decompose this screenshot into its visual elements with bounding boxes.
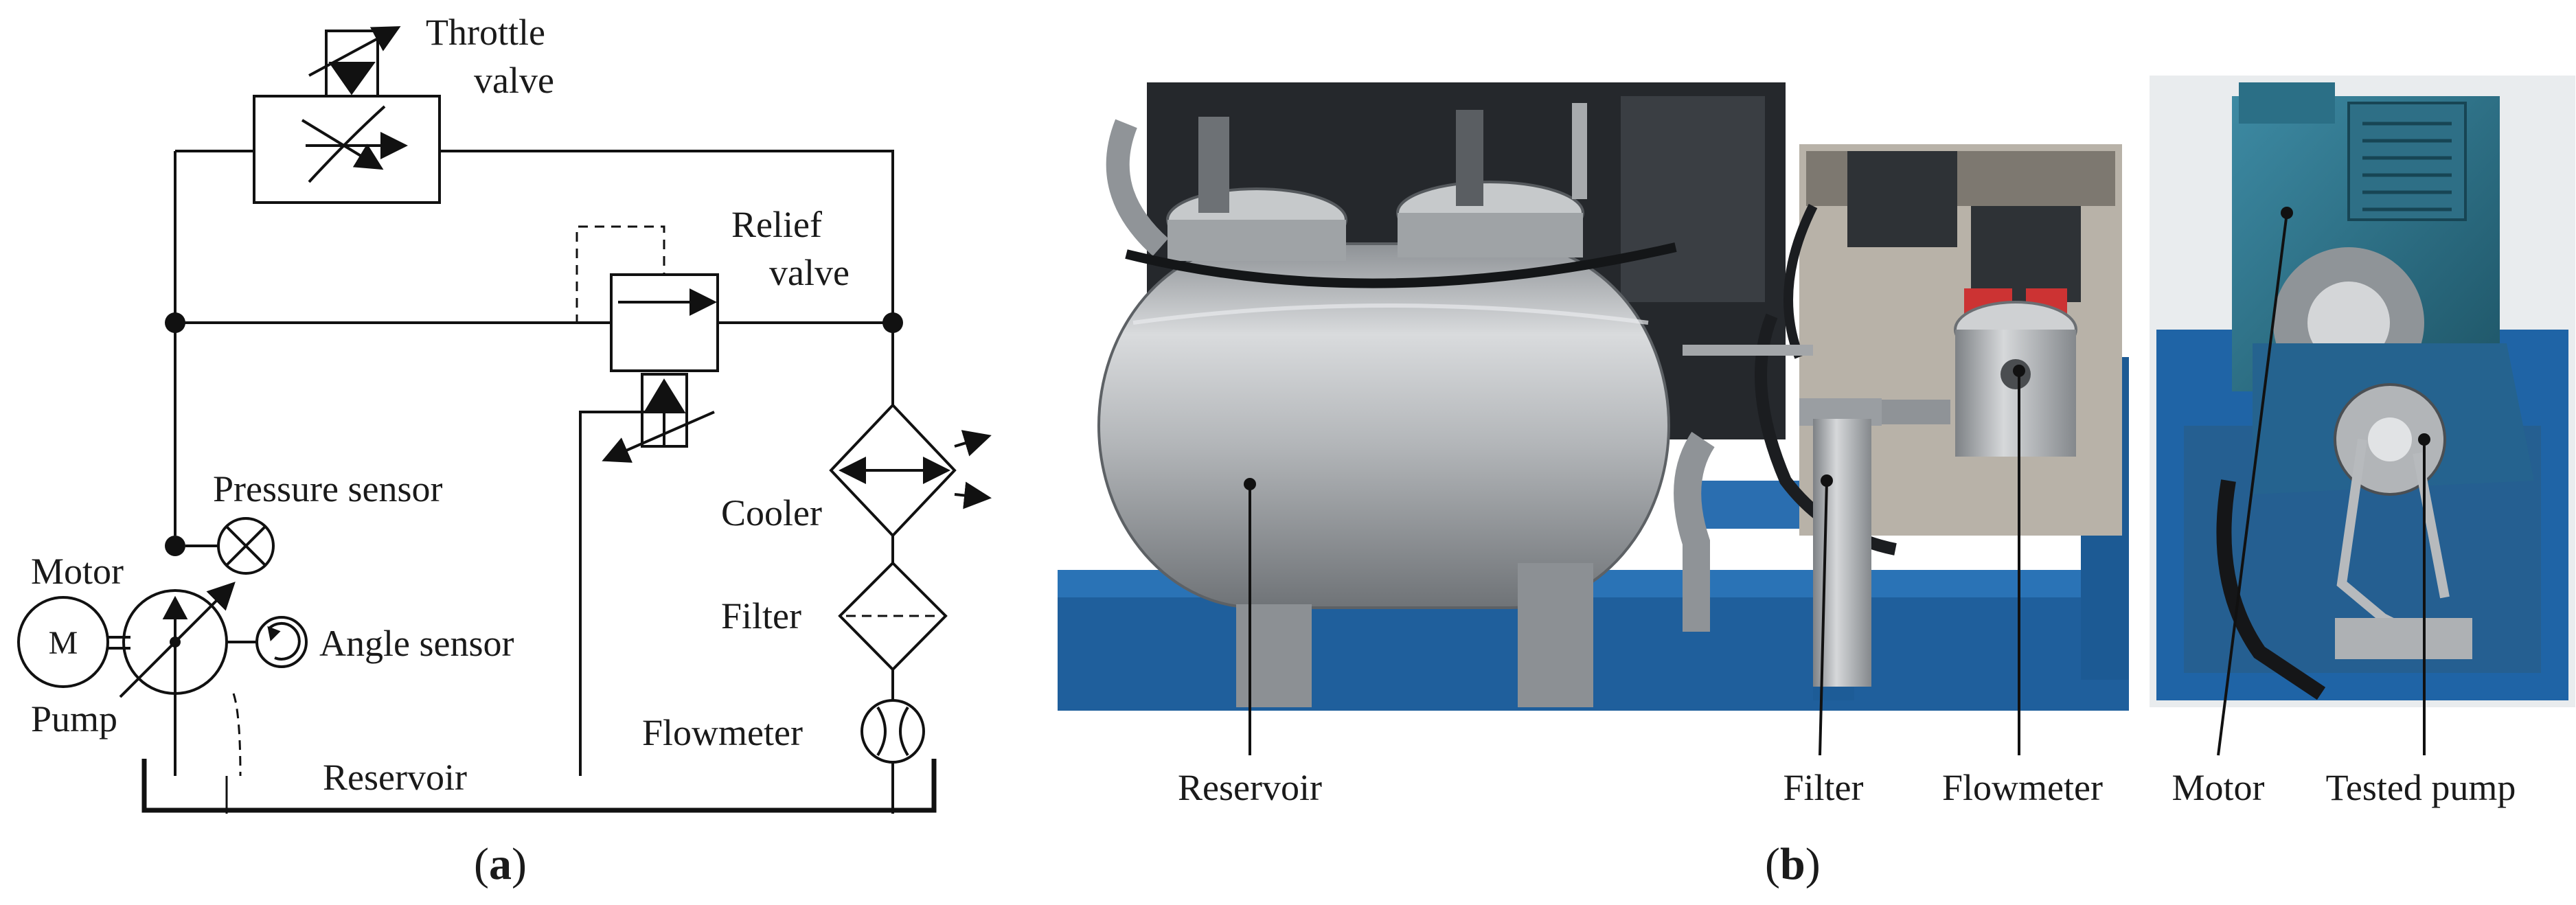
photo-labels: Reservoir Filter Flowmeter Motor Tested … [1178,767,2516,808]
photo-flowmeter-label: Flowmeter [1942,767,2103,808]
reservoir-label: Reservoir [323,757,467,798]
callout-tested-pump-dot [2418,433,2430,446]
pressure-sensor-symbol [185,517,275,575]
schematic-labels: Throttle valve Relief valve Pressure sen… [31,12,850,798]
pressure-sensor-label: Pressure sensor [213,468,442,509]
motor-symbol [17,596,130,688]
relief-valve-label-line1: Relief [731,204,822,245]
test-rig-photo [1058,82,2129,711]
caption-b-letter: b [1780,839,1805,889]
throttle-valve-symbol [253,26,441,204]
callout-reservoir-dot [1244,478,1256,490]
photo-callouts [1244,207,2430,756]
callout-motor-dot [2281,207,2293,219]
callout-flowmeter-dot [2013,365,2025,377]
photo-tested-pump-label: Tested pump [2326,767,2516,808]
relief-valve-label-line2: valve [769,252,850,293]
cooler-label: Cooler [721,492,822,534]
caption-b-close: ) [1805,839,1821,889]
tested-pump [2216,247,2534,700]
caption-a: (a) [474,839,527,889]
throttle-valve-label-line1: Throttle [426,12,545,53]
callout-filter [1819,480,1828,756]
hydraulic-schematic [17,26,992,814]
flowmeter-label: Flowmeter [642,712,803,753]
caption-a-letter: a [489,839,512,889]
flowmeter-unit [1954,301,2077,457]
motor-label: Motor [31,551,124,592]
caption-a-open: ( [474,839,489,889]
cooler-symbol [829,403,992,538]
junction-dots [165,312,903,556]
flowmeter-symbol [860,699,925,764]
pump-symbol [119,582,258,777]
circuit-lines [141,150,937,814]
photo-motor-label: Motor [2172,767,2265,808]
relief-valve-symbol [575,225,719,463]
motor-pump-photo [2150,76,2575,707]
caption-a-close: ) [512,839,527,889]
filter-symbol [838,561,948,672]
pump-label: Pump [31,698,117,740]
angle-sensor-label: Angle sensor [319,623,514,664]
rig-back-vent [1621,96,1765,302]
photo-filter-label: Filter [1783,767,1864,808]
caption-b: (b) [1765,839,1821,889]
filter-label: Filter [721,595,801,637]
throttle-valve-label-line2: valve [474,60,554,101]
callout-motor [2217,212,2288,756]
callout-filter-dot [1821,474,1833,487]
motor-symbol-letter: M [49,625,78,661]
photo-reservoir-label: Reservoir [1178,767,1322,808]
angle-sensor-symbol [255,616,308,668]
caption-b-open: ( [1765,839,1780,889]
